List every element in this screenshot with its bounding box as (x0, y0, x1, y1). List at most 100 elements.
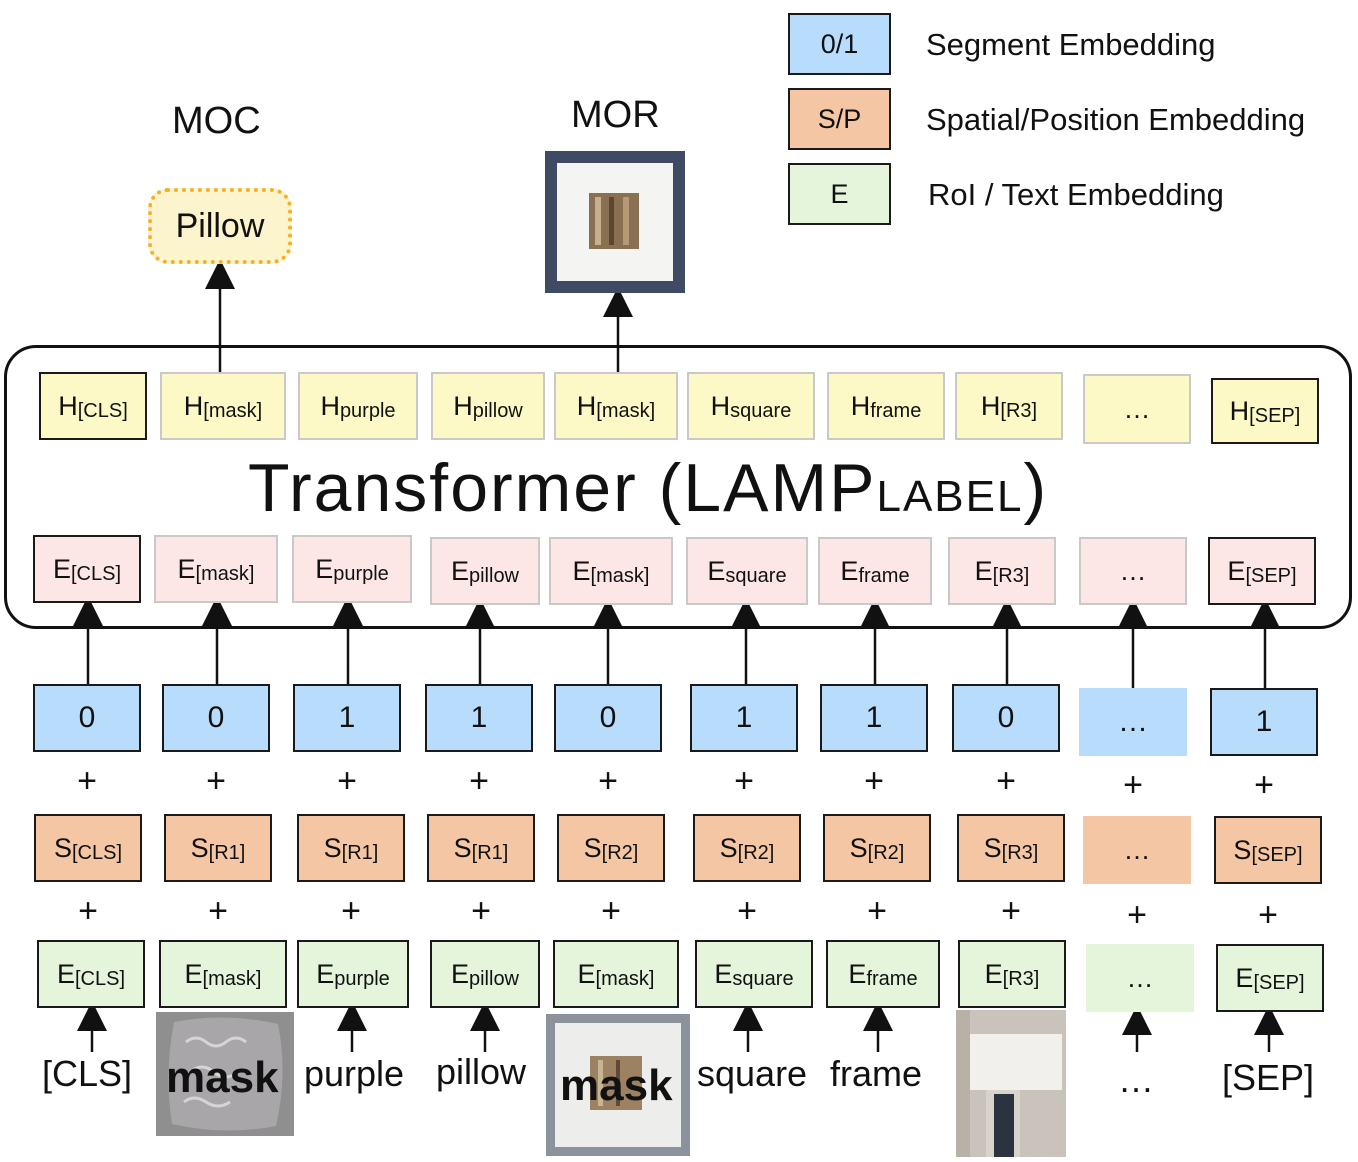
transformer-title-main: Transformer (LAMP (248, 450, 877, 526)
input-word-5: square (697, 1053, 808, 1094)
spatial-embedding-0-base: S (53, 832, 72, 863)
hidden-token-6-subscript: frame (870, 399, 922, 422)
legend-spatial-key: S/P (817, 103, 862, 134)
hidden-token-1-subscript: [mask] (203, 399, 263, 422)
input-embedding-4-subscript: [mask] (590, 564, 650, 587)
token-embedding-3-subscript: pillow (468, 967, 520, 990)
spatial-embedding-4: S[R2] (557, 814, 665, 882)
hidden-token-9-subscript: [SEP] (1249, 404, 1301, 427)
plus-segment-spatial-8: + (1123, 766, 1143, 804)
token-embedding-0-subscript: [CLS] (74, 967, 126, 990)
token-embedding-4: E[mask] (553, 940, 679, 1008)
spatial-embedding-6-subscript: [R2] (867, 841, 905, 864)
plus-segment-spatial-7: + (996, 762, 1016, 800)
token-embedding-2-subscript: purple (334, 967, 390, 990)
hidden-token-4: H[mask] (554, 372, 678, 440)
input-embedding-5-subscript: square (725, 564, 787, 587)
spatial-embedding-2: S[R1] (297, 814, 405, 882)
input-word-3: pillow (436, 1051, 527, 1092)
hidden-token-2-subscript: purple (339, 399, 396, 422)
hidden-token-5-base: H (710, 390, 731, 421)
spatial-embedding-4-subscript: [R2] (601, 841, 639, 864)
spatial-embedding-7-base: S (983, 832, 1002, 863)
hidden-token-2-base: H (320, 390, 340, 421)
token-embedding-1-subscript: [mask] (202, 967, 262, 990)
token-embedding-9: E[SEP] (1216, 944, 1324, 1012)
plus-segment-spatial-9: + (1254, 766, 1274, 804)
token-embedding-0-base: E (56, 958, 75, 989)
token-embedding-1: E[mask] (159, 940, 287, 1008)
segment-embedding-3: 1 (425, 684, 533, 752)
spatial-embedding-5-base: S (719, 832, 738, 863)
input-embedding-7-subscript: [R3] (992, 564, 1030, 587)
plus-spatial-embedding-2: + (341, 892, 361, 930)
token-embedding-5-subscript: square (732, 967, 794, 990)
mor-output-image (545, 151, 685, 293)
input-embedding-3-base: E (450, 555, 469, 586)
input-word-4: mask (560, 1061, 673, 1110)
plus-spatial-embedding-0: + (78, 892, 98, 930)
input-embedding-1-subscript: [mask] (195, 562, 255, 585)
token-embedding-3-base: E (450, 958, 469, 989)
input-word-1: mask (166, 1053, 279, 1102)
hidden-token-7-subscript: [R3] (1000, 399, 1038, 422)
spatial-embedding-7-subscript: [R3] (1001, 841, 1039, 864)
token-embedding-9-subscript: [SEP] (1253, 971, 1305, 994)
token-embedding-2-base: E (316, 958, 335, 989)
frame-region-image (546, 1014, 690, 1156)
hidden-token-9-base: H (1229, 395, 1250, 426)
token-embedding-8: … (1086, 944, 1194, 1012)
hidden-token-4-base: H (576, 390, 597, 421)
token-embedding-7: E[R3] (958, 940, 1066, 1008)
hidden-token-1-base: H (183, 390, 204, 421)
token-embedding-9-base: E (1235, 962, 1254, 993)
spatial-embedding-7: S[R3] (957, 814, 1065, 882)
spatial-embedding-4-base: S (583, 832, 602, 863)
hidden-token-1: H[mask] (160, 372, 286, 440)
plus-spatial-embedding-9: + (1258, 896, 1278, 934)
plus-spatial-embedding-1: + (208, 892, 228, 930)
legend-spatial-swatch: S/P (788, 88, 891, 150)
segment-embedding-2: 1 (293, 684, 401, 752)
r3-region-image (956, 1010, 1066, 1157)
token-embedding-6-base: E (848, 958, 867, 989)
input-embedding-2-base: E (315, 553, 334, 584)
plus-segment-spatial-3: + (469, 762, 489, 800)
input-embedding-6-subscript: frame (858, 564, 910, 587)
plus-segment-spatial-1: + (206, 762, 226, 800)
segment-embedding-6: 1 (820, 684, 928, 752)
input-embedding-9-subscript: [SEP] (1245, 564, 1297, 587)
token-embedding-6-subscript: frame (866, 967, 918, 990)
input-word-0: [CLS] (42, 1053, 133, 1094)
token-embedding-5-base: E (714, 958, 733, 989)
spatial-embedding-6: S[R2] (823, 814, 931, 882)
token-embedding-4-base: E (577, 958, 596, 989)
input-embedding-8: … (1079, 537, 1187, 605)
hidden-token-6-base: H (850, 390, 871, 421)
input-embedding-0: E[CLS] (33, 535, 141, 603)
input-embedding-8-base: … (1119, 555, 1147, 586)
input-word-6: frame (830, 1053, 923, 1094)
plus-segment-spatial-5: + (734, 762, 754, 800)
input-embedding-4-base: E (572, 555, 591, 586)
hidden-token-4-subscript: [mask] (596, 399, 656, 422)
hidden-token-0: H[CLS] (39, 372, 147, 440)
input-word-2: purple (304, 1053, 405, 1094)
spatial-embedding-9: S[SEP] (1214, 816, 1322, 884)
input-embedding-0-subscript: [CLS] (70, 562, 122, 585)
legend-embedding-label: RoI / Text Embedding (928, 177, 1224, 212)
hidden-token-5-subscript: square (730, 399, 792, 422)
plus-spatial-embedding-5: + (737, 892, 757, 930)
hidden-token-8-base: … (1123, 393, 1151, 424)
spatial-embedding-5: S[R2] (693, 814, 801, 882)
hidden-token-7: H[R3] (955, 372, 1063, 440)
input-embedding-1-base: E (177, 553, 196, 584)
spatial-embedding-3: S[R1] (427, 814, 535, 882)
hidden-token-9: H[SEP] (1211, 378, 1319, 444)
